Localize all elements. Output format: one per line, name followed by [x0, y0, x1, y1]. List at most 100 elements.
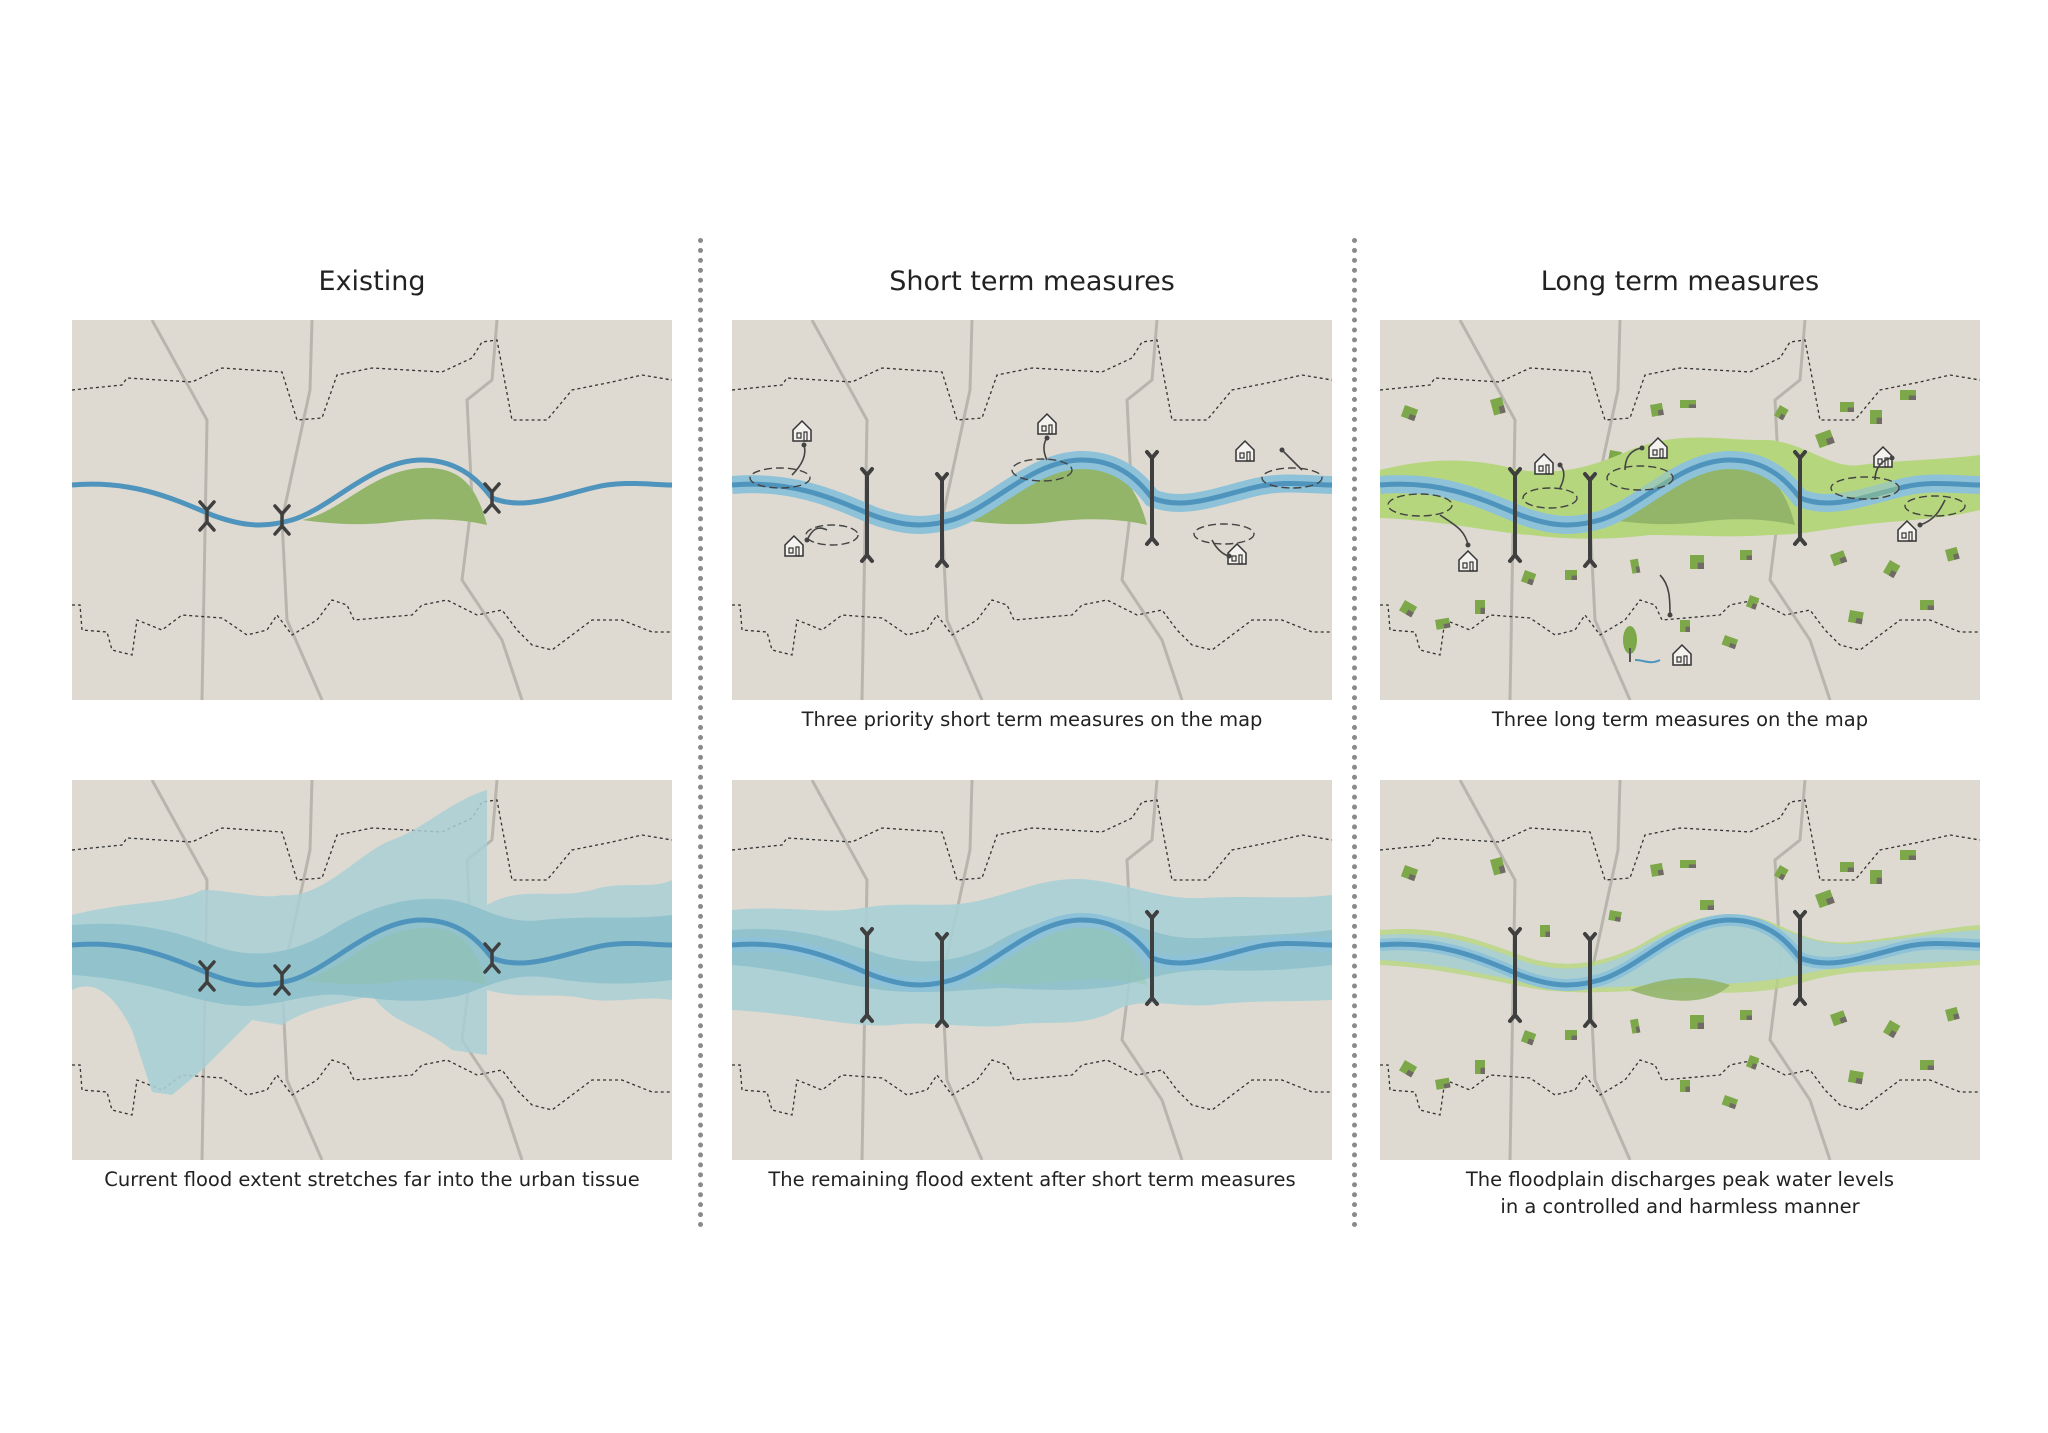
building-block — [1900, 390, 1916, 400]
building-block — [1680, 1080, 1690, 1092]
relocation-arrow-icon — [1211, 539, 1232, 559]
caption-long-term-bottom-line1: The floodplain discharges peak water lev… — [1465, 1168, 1895, 1191]
bridge-icon — [1583, 932, 1597, 1028]
green-zone — [962, 467, 1147, 525]
road-line — [1458, 320, 1517, 700]
bridge-icon — [1145, 910, 1159, 1006]
map-short-term-top — [732, 320, 1332, 700]
relocation-zone — [1261, 467, 1323, 489]
bridge-icon — [273, 504, 291, 536]
map-long-term-bottom — [1380, 780, 1980, 1160]
building-block — [1883, 560, 1901, 579]
relocation-arrow-icon — [1917, 499, 1946, 528]
district-boundary — [1380, 1059, 1980, 1116]
relocation-zone — [1830, 476, 1900, 500]
relocation-arrow-icon — [1557, 462, 1565, 489]
building-block — [1608, 910, 1622, 922]
relocation-zone — [1011, 458, 1073, 482]
building-block — [1630, 1018, 1641, 1034]
relocation-zone — [1522, 487, 1578, 509]
district-boundary — [732, 1059, 1332, 1116]
building-block — [1840, 862, 1854, 872]
bridge-icon — [935, 932, 949, 1028]
column-title-short-term: Short term measures — [889, 266, 1175, 297]
building-block — [1680, 620, 1690, 632]
building-block — [1840, 402, 1854, 412]
building-block — [1435, 617, 1451, 630]
bridge-icon — [198, 500, 216, 532]
relocation-arrow-icon — [1439, 514, 1471, 548]
map-existing-top — [72, 320, 672, 700]
relocation-arrow-icon — [804, 527, 828, 543]
house-icon — [1648, 436, 1668, 459]
river-line — [1380, 457, 1980, 528]
bridge-icon — [1793, 910, 1807, 1006]
building-block — [1700, 900, 1714, 910]
house-icon — [784, 534, 804, 557]
building-block — [1565, 570, 1577, 580]
river-line — [72, 457, 672, 528]
building-block — [1847, 610, 1864, 625]
house-icon — [1458, 549, 1478, 572]
building-block — [1745, 1055, 1760, 1070]
relocation-arrow-icon — [1043, 435, 1050, 461]
district-boundary — [72, 799, 672, 881]
building-block — [1680, 400, 1696, 408]
bridge-icon — [483, 482, 501, 514]
building-block — [1690, 555, 1704, 569]
house-icon — [1534, 452, 1554, 475]
district-boundary — [72, 339, 672, 421]
building-block — [1847, 1070, 1864, 1085]
road-line — [1458, 780, 1517, 1160]
green-zone — [1610, 467, 1795, 525]
house-icon — [1672, 643, 1692, 666]
building-block — [1400, 865, 1419, 882]
house-icon — [1897, 519, 1917, 542]
building-block — [1690, 1015, 1704, 1029]
building-block — [1740, 550, 1752, 560]
bridge-icon — [935, 472, 949, 568]
road-line — [810, 780, 869, 1160]
building-block — [1400, 405, 1419, 422]
building-block — [1900, 850, 1916, 860]
building-block — [1475, 1060, 1485, 1074]
house-icon — [1227, 542, 1247, 565]
building-block — [1399, 1060, 1418, 1078]
house-icon — [1037, 412, 1057, 435]
caption-short-term-bottom: The remaining flood extent after short t… — [768, 1168, 1296, 1191]
bridge-icon — [1583, 472, 1597, 568]
building-block — [1565, 1030, 1577, 1040]
relocation-arrow-icon — [791, 442, 807, 476]
relocation-zone — [1193, 523, 1255, 545]
relocation-zone — [1387, 493, 1453, 517]
building-block — [1630, 558, 1641, 574]
building-block — [1721, 635, 1739, 650]
building-block — [1920, 1060, 1934, 1070]
caption-long-term-bottom-line2: in a controlled and harmless manner — [1500, 1195, 1860, 1218]
building-block — [1680, 860, 1696, 868]
bridge-icon — [483, 942, 501, 974]
building-block — [1920, 600, 1934, 610]
river-line — [732, 457, 1332, 528]
district-boundary — [1380, 339, 1980, 421]
green-zone — [962, 927, 1147, 985]
building-block — [1721, 1095, 1739, 1110]
building-block — [1830, 1010, 1848, 1027]
building-block — [1870, 870, 1882, 884]
bridge-icon — [1508, 467, 1522, 563]
tree-icon — [1623, 626, 1637, 662]
bridge-icon — [860, 927, 874, 1023]
building-block — [1774, 865, 1789, 881]
building-block — [1520, 1030, 1537, 1046]
house-icon — [1235, 439, 1255, 462]
district-boundary — [72, 599, 672, 656]
column-title-long-term: Long term measures — [1540, 266, 1820, 297]
river-line — [732, 917, 1332, 988]
caption-short-term-top: Three priority short term measures on th… — [801, 708, 1263, 731]
building-block — [1815, 429, 1835, 449]
building-block — [1774, 405, 1789, 421]
bridge-icon — [1793, 450, 1807, 546]
relocation-arrow-icon — [1624, 445, 1645, 471]
road-line — [150, 320, 209, 700]
column-divider-right — [1352, 238, 1357, 1228]
